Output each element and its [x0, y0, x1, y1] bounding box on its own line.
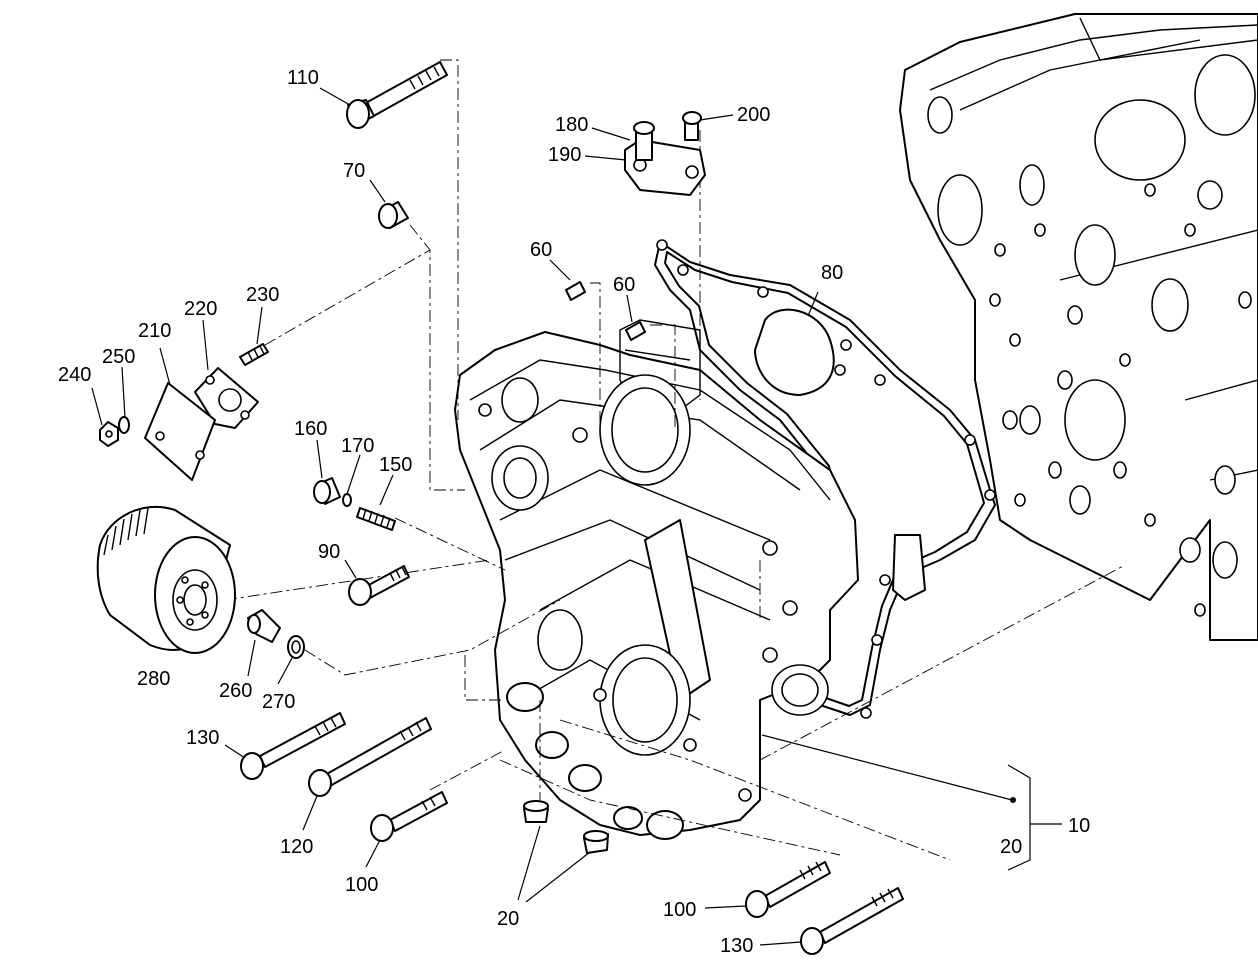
cover-210 — [144, 382, 216, 481]
bolt-100-left — [370, 791, 448, 842]
assembly-bracket — [761, 734, 1062, 871]
label-180: 180 — [555, 114, 588, 136]
plug-20-right — [583, 830, 609, 854]
label-230: 230 — [246, 284, 279, 306]
assembly-lines — [224, 59, 1126, 861]
washer-270 — [287, 635, 305, 659]
ring-170 — [342, 493, 352, 507]
label-270: 270 — [262, 691, 295, 713]
label-210: 210 — [138, 320, 171, 342]
label-10: 10 — [1068, 815, 1090, 837]
label-160: 160 — [294, 418, 327, 440]
label-260: 260 — [219, 680, 252, 702]
label-150: 150 — [379, 454, 412, 476]
bolt-110 — [346, 61, 448, 129]
label-60-right: 60 — [613, 274, 635, 296]
stud-230 — [239, 343, 269, 366]
label-100-left: 100 — [345, 874, 378, 896]
label-280: 280 — [137, 668, 170, 690]
label-90: 90 — [318, 541, 340, 563]
label-190: 190 — [548, 144, 581, 166]
label-70: 70 — [343, 160, 365, 182]
fitting-180 — [633, 121, 655, 161]
label-60-left: 60 — [530, 239, 552, 261]
valve-160 — [313, 477, 341, 505]
oil-filter-280 — [96, 505, 236, 654]
washer-250 — [118, 416, 130, 434]
label-130-right: 130 — [720, 935, 753, 957]
label-240: 240 — [58, 364, 91, 386]
label-110: 110 — [287, 67, 319, 89]
label-200: 200 — [737, 104, 770, 126]
bolt-100-right — [745, 861, 831, 918]
nipple-260 — [247, 609, 281, 643]
label-100-right: 100 — [663, 899, 696, 921]
pin-60-left — [565, 281, 586, 301]
front-cover — [454, 319, 859, 840]
gasket-220 — [194, 367, 259, 429]
nut-240 — [99, 421, 119, 447]
engine-block — [899, 13, 1258, 641]
plug-20-left — [523, 800, 549, 823]
bolt-120 — [308, 717, 432, 797]
plug-70 — [378, 201, 409, 229]
bolt-200 — [682, 111, 702, 141]
callout-labels: 110 70 180 190 200 60 60 80 230 220 210 … — [58, 67, 1090, 957]
label-120: 120 — [280, 836, 313, 858]
label-20-plugs: 20 — [497, 908, 519, 930]
label-250: 250 — [102, 346, 135, 368]
spring-150 — [356, 507, 396, 531]
label-220: 220 — [184, 298, 217, 320]
bolt-130-left — [240, 712, 346, 780]
label-130-left: 130 — [186, 727, 219, 749]
leader-lines — [91, 87, 819, 946]
pin-60-right — [625, 321, 646, 341]
bolt-90 — [348, 565, 410, 606]
label-80: 80 — [821, 262, 843, 284]
label-20-assembly: 20 — [1000, 836, 1022, 858]
label-170: 170 — [341, 435, 374, 457]
bolt-130-right — [800, 887, 904, 955]
